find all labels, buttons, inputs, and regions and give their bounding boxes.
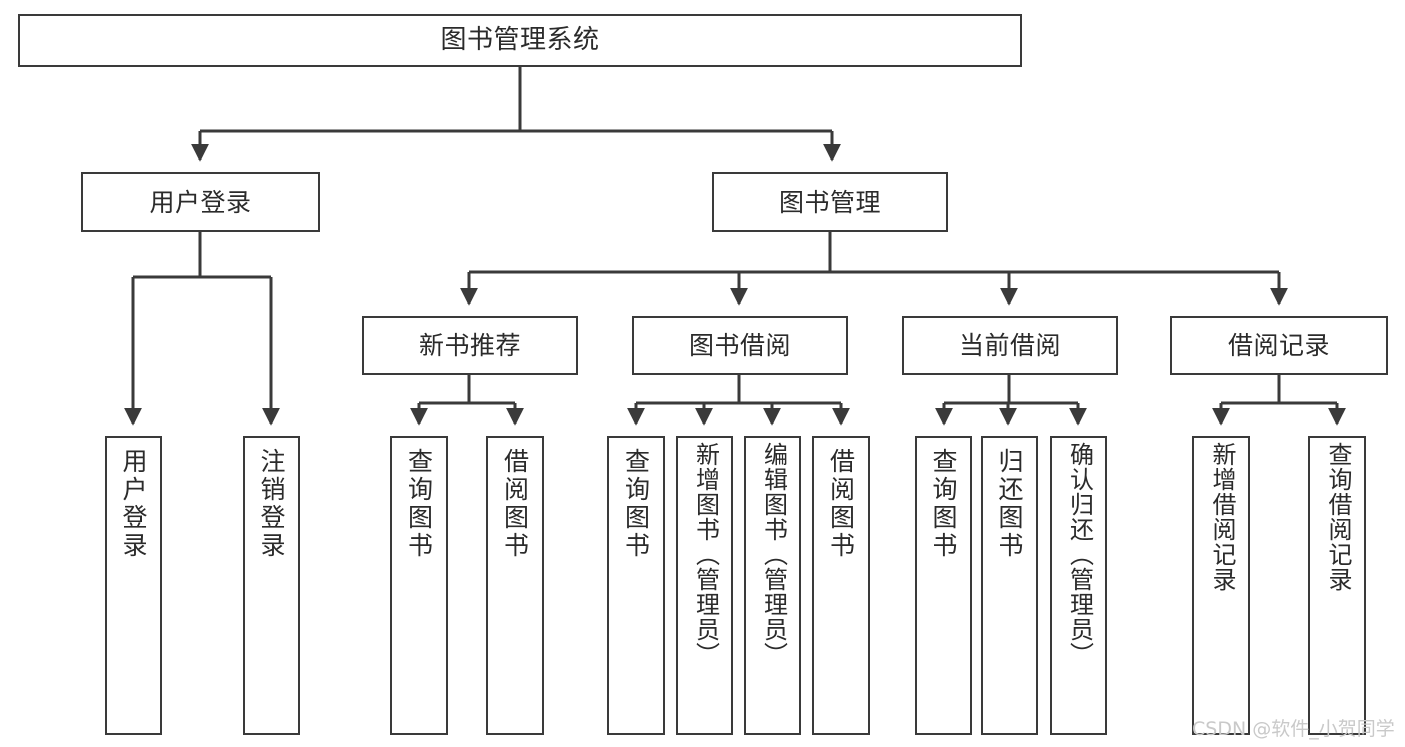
- node-label: 查询图书: [621, 448, 651, 560]
- node-book-borrow[interactable]: 图书借阅: [632, 316, 848, 375]
- node-label: 图书管理系统: [440, 25, 600, 56]
- node-label: 用户登录: [149, 187, 252, 217]
- node-label: 确认归还（管理员）: [1065, 442, 1094, 667]
- node-label: 当前借阅: [958, 331, 1061, 360]
- node-current-borrow[interactable]: 当前借阅: [902, 316, 1118, 375]
- node-label: 归还图书: [995, 448, 1024, 560]
- node-label: 编辑图书（管理员）: [759, 442, 788, 667]
- csdn-watermark: CSDN @软件_小贺同学: [1192, 718, 1395, 740]
- node-leaf-query-book-recommend[interactable]: 查询图书: [390, 436, 448, 735]
- node-leaf-confirm-return-admin[interactable]: 确认归还（管理员）: [1050, 436, 1107, 735]
- node-user-login[interactable]: 用户登录: [81, 172, 320, 232]
- node-leaf-query-book-current[interactable]: 查询图书: [915, 436, 972, 735]
- node-leaf-borrow-book-recommend[interactable]: 借阅图书: [486, 436, 544, 735]
- node-leaf-query-book-borrow[interactable]: 查询图书: [607, 436, 665, 735]
- node-leaf-return-book[interactable]: 归还图书: [981, 436, 1038, 735]
- node-label: 图书借阅: [688, 331, 791, 360]
- node-leaf-borrow-book[interactable]: 借阅图书: [812, 436, 870, 735]
- node-leaf-user-login[interactable]: 用户登录: [105, 436, 162, 735]
- node-label: 新书推荐: [418, 331, 521, 360]
- node-leaf-query-borrow-record[interactable]: 查询借阅记录: [1308, 436, 1366, 735]
- node-new-book-recommend[interactable]: 新书推荐: [362, 316, 578, 375]
- node-label: 新增借阅记录: [1207, 442, 1236, 592]
- node-leaf-edit-book-admin[interactable]: 编辑图书（管理员）: [744, 436, 801, 735]
- node-label: 借阅记录: [1227, 331, 1330, 360]
- node-label: 借阅图书: [500, 448, 530, 560]
- node-label: 注销登录: [257, 448, 286, 560]
- node-leaf-add-book-admin[interactable]: 新增图书（管理员）: [676, 436, 733, 735]
- node-book-management[interactable]: 图书管理: [712, 172, 948, 232]
- node-label: 查询图书: [404, 448, 434, 560]
- node-label: 查询图书: [929, 448, 958, 560]
- node-label: 查询借阅记录: [1323, 442, 1352, 592]
- node-label: 用户登录: [119, 448, 148, 560]
- node-label: 图书管理: [778, 187, 881, 217]
- node-leaf-add-borrow-record[interactable]: 新增借阅记录: [1192, 436, 1250, 735]
- node-leaf-logout[interactable]: 注销登录: [243, 436, 300, 735]
- node-label: 借阅图书: [826, 448, 856, 560]
- node-root-system[interactable]: 图书管理系统: [18, 14, 1022, 67]
- node-borrow-record[interactable]: 借阅记录: [1170, 316, 1388, 375]
- node-label: 新增图书（管理员）: [691, 442, 720, 667]
